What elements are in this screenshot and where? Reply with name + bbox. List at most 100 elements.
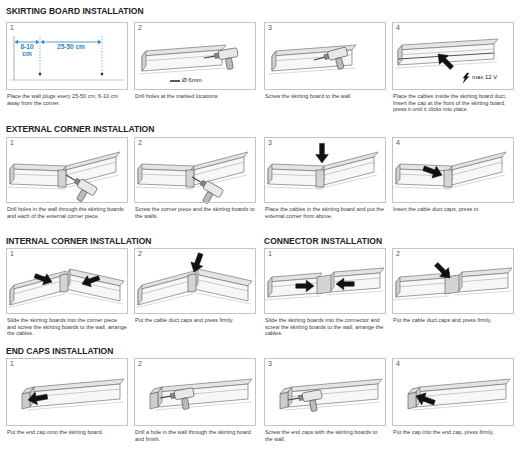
step-panel: 3Place the cables in the skirting board … bbox=[264, 137, 386, 219]
panel-frame bbox=[264, 22, 386, 90]
step-number: 4 bbox=[392, 22, 514, 32]
step-panel: 2Drill a hole in the wall through the sk… bbox=[134, 358, 256, 442]
drawing-shape bbox=[288, 384, 378, 407]
panel-frame bbox=[264, 358, 386, 426]
panel-illustration bbox=[393, 260, 512, 300]
panel-illustration bbox=[135, 251, 252, 308]
drawing-line bbox=[138, 281, 190, 295]
step-panel: 2Put the cable duct caps and press firml… bbox=[392, 248, 514, 324]
panel-illustration bbox=[265, 143, 378, 189]
section-heading: CONNECTOR INSTALLATION bbox=[264, 236, 382, 246]
panel-frame bbox=[392, 248, 514, 314]
push-arrow bbox=[80, 272, 101, 289]
panel-illustration bbox=[408, 379, 510, 410]
drawing-shape bbox=[316, 143, 329, 163]
label-holder: CONNECTOR INSTALLATION bbox=[264, 236, 382, 246]
drawing-line bbox=[41, 42, 101, 43]
drawing-shape bbox=[414, 390, 437, 409]
step-number: 2 bbox=[134, 137, 256, 147]
step-caption: Slide the skirting boards into the corne… bbox=[6, 317, 128, 337]
step-panel: 4Place the cables inside the skirting bo… bbox=[392, 22, 514, 113]
step-panel: 3Screw the skirting board to the wall bbox=[264, 22, 386, 100]
push-arrow bbox=[27, 390, 48, 406]
panel-illustration bbox=[150, 379, 252, 413]
label-holder: max 12 V bbox=[472, 74, 497, 80]
step-number: 3 bbox=[264, 137, 386, 147]
step-panel: 2Drill holes at the marked locations bbox=[134, 22, 256, 100]
drawing-shape bbox=[22, 387, 34, 394]
drawing-shape bbox=[150, 387, 162, 394]
drawing-line bbox=[142, 55, 222, 61]
panel-illustration bbox=[393, 152, 506, 189]
step-number: 1 bbox=[6, 137, 128, 147]
dimension-label: 25-50 cm bbox=[57, 44, 85, 51]
drawing-shape bbox=[98, 40, 101, 44]
drawing-shape bbox=[432, 260, 455, 283]
drawing-line bbox=[10, 80, 124, 81]
panel-frame bbox=[134, 358, 256, 426]
step-caption: Place the wall plugs every 25-50 cm, 6-1… bbox=[6, 93, 128, 106]
panel-frame bbox=[134, 137, 256, 203]
step-caption: Screw the skirting board to the wall bbox=[264, 93, 386, 100]
drawing-shape bbox=[330, 273, 380, 292]
drawing-line bbox=[288, 398, 299, 400]
drawing-shape bbox=[336, 278, 354, 290]
push-arrow bbox=[188, 251, 207, 274]
drawing-line bbox=[160, 396, 171, 398]
drawing-shape bbox=[296, 280, 314, 292]
step-number: 1 bbox=[6, 22, 128, 32]
step-caption: Screw the end caps with the skirting boa… bbox=[264, 429, 386, 442]
panel-frame bbox=[134, 248, 256, 314]
drawing-line bbox=[7, 187, 65, 189]
tool-body bbox=[174, 388, 194, 400]
drawing-shape bbox=[80, 272, 101, 289]
drawing-shape bbox=[41, 40, 44, 44]
drawing-shape bbox=[190, 157, 244, 186]
step-caption: Insert the cable duct caps, press in. bbox=[392, 206, 514, 213]
step-number: 4 bbox=[392, 358, 514, 368]
panel-illustration bbox=[22, 379, 124, 410]
drawing-shape bbox=[317, 275, 331, 294]
drawing-shape bbox=[280, 387, 292, 394]
drawing-shape bbox=[27, 390, 48, 406]
tool-handle bbox=[309, 400, 317, 412]
push-arrow bbox=[33, 270, 54, 287]
tool-handle bbox=[335, 57, 344, 69]
drawing-shape bbox=[268, 278, 318, 297]
tool-handle bbox=[225, 58, 233, 70]
drawing-line bbox=[102, 36, 103, 78]
drawing-line bbox=[170, 80, 180, 82]
drawing-shape bbox=[458, 273, 508, 292]
drawing-line bbox=[416, 389, 506, 397]
step-panel: 2Put the cable duct caps and press firml… bbox=[134, 248, 256, 324]
drawing-shape bbox=[463, 73, 469, 83]
power-tool bbox=[313, 47, 351, 75]
label-holder: Ø 6mm bbox=[182, 77, 202, 83]
push-arrow bbox=[421, 162, 444, 181]
drawing-shape bbox=[398, 45, 402, 65]
drawing-line bbox=[40, 36, 41, 78]
drawing-shape bbox=[444, 170, 452, 187]
step-number: 3 bbox=[264, 22, 386, 32]
drawing-shape bbox=[421, 162, 444, 181]
drawing-shape bbox=[316, 170, 324, 187]
drawing-shape bbox=[194, 274, 248, 301]
drawing-shape bbox=[268, 164, 272, 184]
drawing-shape bbox=[408, 387, 420, 394]
panel-frame bbox=[6, 248, 128, 314]
panel-illustration bbox=[265, 268, 384, 300]
drawing-shape bbox=[280, 392, 288, 409]
power-tool bbox=[159, 388, 196, 414]
drawing-shape bbox=[320, 157, 374, 186]
drawing-shape bbox=[396, 277, 400, 297]
drawing-line bbox=[190, 162, 244, 176]
tool-body bbox=[218, 48, 238, 60]
drawing-line bbox=[393, 187, 451, 189]
panel-illustration bbox=[280, 379, 382, 415]
push-arrow bbox=[434, 50, 457, 73]
section-heading: END CAPS INSTALLATION bbox=[6, 346, 113, 356]
panel-frame bbox=[392, 358, 514, 426]
section-heading: INTERNAL CORNER INSTALLATION bbox=[6, 236, 151, 246]
drawing-line bbox=[192, 177, 202, 183]
step-caption: Slide the skirting boards into the conne… bbox=[264, 317, 386, 337]
